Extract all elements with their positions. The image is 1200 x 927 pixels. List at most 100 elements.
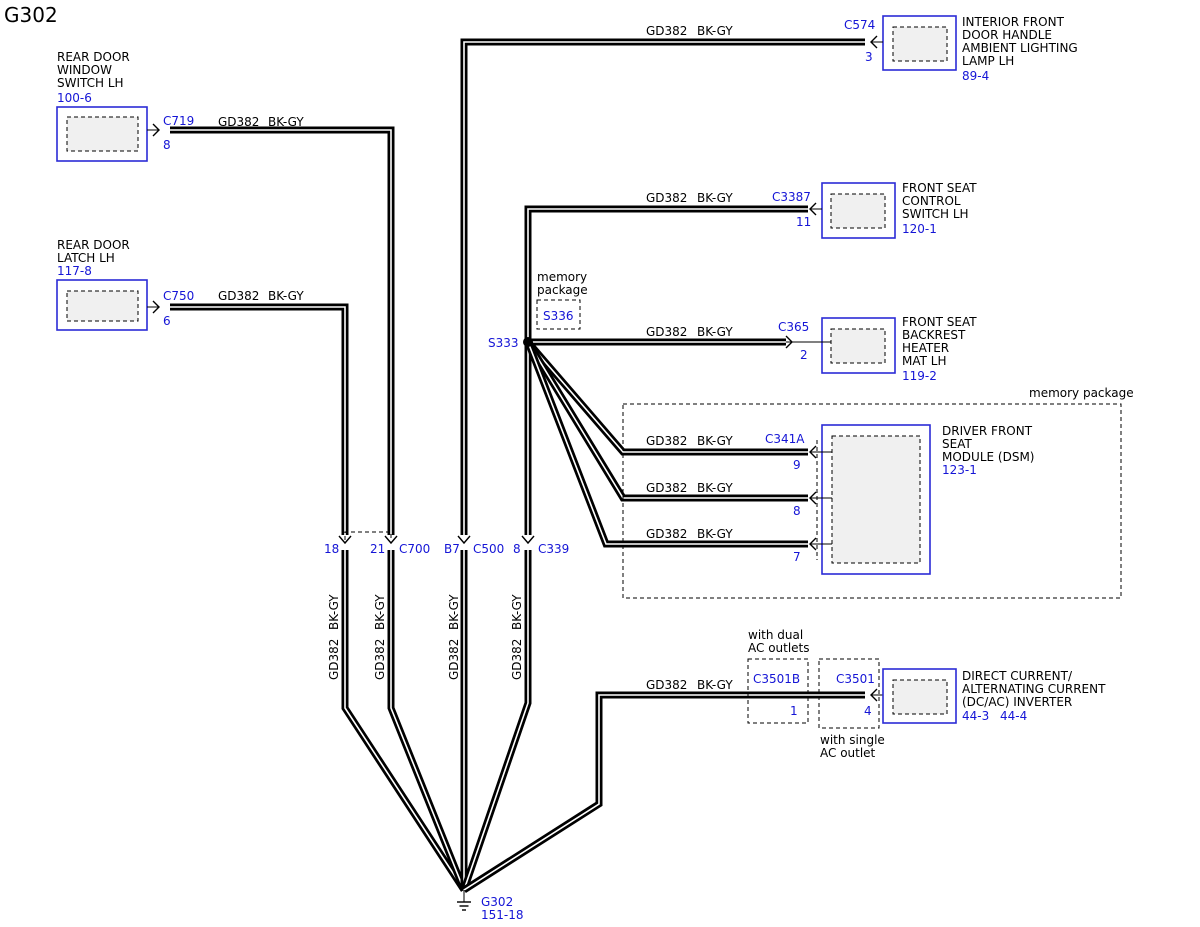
component-label: LATCH LH — [57, 251, 115, 265]
splice-label: S333 — [488, 336, 519, 350]
connector-pin-icon — [152, 123, 160, 137]
driver-seat-module[interactable]: C341A 9 8 7 DRIVER FRONT SEAT MODULE (DS… — [765, 424, 1034, 575]
component-label: SWITCH LH — [57, 76, 124, 90]
component-label: HEATER — [902, 341, 949, 355]
page-ref: 89-4 — [962, 69, 989, 83]
option-boundary — [747, 658, 809, 724]
wire-color: BK-GY — [697, 527, 733, 541]
wire-code: GD382 — [447, 639, 461, 680]
component-internal — [830, 193, 886, 229]
ground-label: G302 — [481, 895, 513, 909]
wire-c719 — [170, 126, 395, 535]
interior-door-handle-lamp[interactable]: C574 3 INTERIOR FRONT DOOR HANDLE AMBIEN… — [844, 15, 1078, 83]
connector-link — [344, 531, 392, 540]
front-seat-heater-mat[interactable]: C365 2 FRONT SEAT BACKREST HEATER MAT LH… — [778, 315, 977, 383]
wire-code: GD382 — [218, 115, 259, 129]
option-label: memory — [537, 270, 587, 284]
connector-pin-icon — [457, 535, 471, 545]
connector-label: C365 — [778, 320, 809, 334]
component-internal — [892, 679, 948, 715]
page-ref: 44-4 — [1000, 709, 1027, 723]
connector-label: C3501 — [836, 672, 875, 686]
wire-code: GD382 — [373, 639, 387, 680]
component-label: FRONT SEAT — [902, 315, 977, 329]
component-internal — [66, 290, 139, 322]
wire-code: GD382 — [646, 325, 687, 339]
component-label: INTERIOR FRONT — [962, 15, 1065, 29]
option-boundary — [622, 403, 1122, 599]
wire-color: BK-GY — [268, 115, 304, 129]
dc-ac-inverter-group[interactable]: with dual AC outlets C3501B 1 with singl… — [747, 628, 1106, 760]
front-seat-control-switch[interactable]: C3387 11 FRONT SEAT CONTROL SWITCH LH 12… — [772, 181, 977, 239]
wire-c341a-9 — [525, 339, 808, 456]
wire-code: GD382 — [646, 527, 687, 541]
option-label: AC outlets — [748, 641, 810, 655]
wire-code: GD382 — [218, 289, 259, 303]
connector-label: C719 — [163, 114, 194, 128]
connector-c339[interactable]: 8 C339 — [513, 535, 569, 556]
splice-s333[interactable]: S333 — [488, 336, 533, 350]
splice-s336[interactable]: memory package S336 — [536, 270, 588, 330]
connector-pin-icon — [338, 535, 352, 545]
wire-color: BK-GY — [697, 434, 733, 448]
connector-pin-icon — [809, 202, 817, 216]
wire-c341a-8 — [525, 340, 808, 502]
option-label: package — [537, 283, 588, 297]
component-label: REAR DOOR — [57, 238, 130, 252]
ground-g302[interactable]: G302 151-18 — [457, 890, 524, 922]
wire-color: BK-GY — [327, 594, 341, 630]
wire-labels: GD382 BK-GY GD382 BK-GY GD382 BK-GY GD38… — [218, 24, 733, 692]
rear-door-window-switch[interactable]: REAR DOOR WINDOW SWITCH LH 100-6 C719 8 — [56, 50, 194, 162]
connector-label: C3501B — [753, 672, 800, 686]
wire-ground-21 — [387, 550, 468, 892]
component-label: REAR DOOR — [57, 50, 130, 64]
component-label: MAT LH — [902, 354, 946, 368]
wire-code: GD382 — [510, 639, 524, 680]
page-ref: 120-1 — [902, 222, 937, 236]
component-internal — [66, 116, 139, 152]
option-label: AC outlet — [820, 746, 876, 760]
connector-pin-icon — [809, 537, 817, 551]
connector-pin-icon — [809, 445, 817, 459]
pin-number: 7 — [793, 550, 801, 564]
connector-pin-icon — [870, 688, 878, 702]
component-internal — [892, 26, 948, 62]
pin-number: 6 — [163, 314, 171, 328]
pin-number: 11 — [796, 215, 811, 229]
wire-c750 — [170, 303, 349, 535]
wire-color: BK-GY — [697, 481, 733, 495]
option-label: with single — [820, 733, 885, 747]
connector-label: C700 — [399, 542, 430, 556]
pin-number: 2 — [800, 348, 808, 362]
component-label: WINDOW — [57, 63, 112, 77]
ground-icon — [457, 901, 471, 911]
component-label: SWITCH LH — [902, 207, 969, 221]
wire-color: BK-GY — [697, 325, 733, 339]
wire-code: GD382 — [646, 24, 687, 38]
pin-number: B7 — [444, 542, 460, 556]
connector-pin-icon — [809, 491, 817, 505]
wire-inverter — [462, 691, 865, 893]
splice-dot-icon — [523, 337, 533, 347]
component-label: BACKREST — [902, 328, 966, 342]
wires — [170, 38, 865, 893]
wire-code: GD382 — [646, 434, 687, 448]
page-ref: 151-18 — [481, 908, 524, 922]
splice-label: S336 — [543, 309, 574, 323]
wire-color: BK-GY — [697, 24, 733, 38]
connector-label: C339 — [538, 542, 569, 556]
wire-color: BK-GY — [447, 594, 461, 630]
page-ref: 119-2 — [902, 369, 937, 383]
component-label: DIRECT CURRENT/ — [962, 669, 1073, 683]
component-internal — [831, 435, 921, 564]
connector-c500[interactable]: B7 C500 — [444, 535, 504, 556]
wire-color: BK-GY — [373, 594, 387, 630]
rear-door-latch[interactable]: REAR DOOR LATCH LH 117-8 C750 6 — [56, 238, 194, 331]
connector-pin-icon — [521, 535, 535, 545]
component-label: CONTROL — [902, 194, 961, 208]
pin-number: 18 — [324, 542, 339, 556]
wire-code: GD382 — [646, 481, 687, 495]
component-internal — [830, 328, 886, 364]
connector-c700[interactable]: 18 21 C700 — [324, 531, 430, 556]
